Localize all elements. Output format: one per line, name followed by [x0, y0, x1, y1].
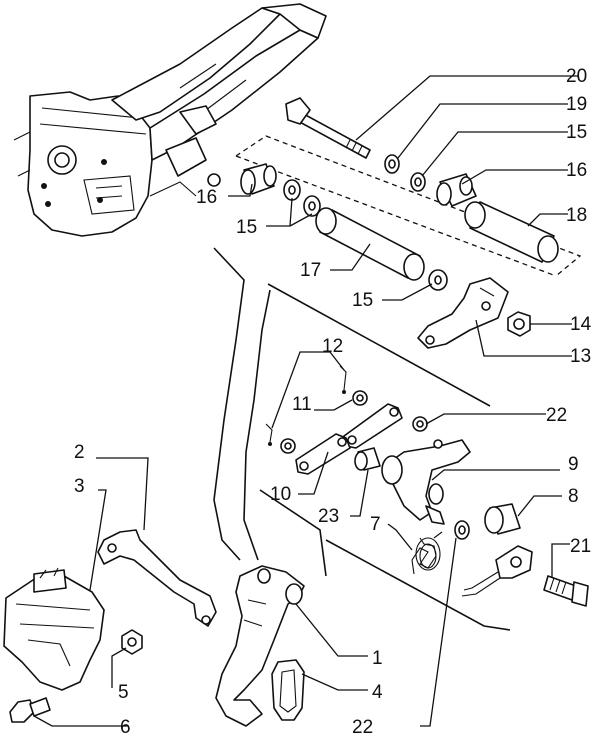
- washer-15-upper: [410, 172, 426, 192]
- cable-end: [461, 545, 533, 597]
- callout-16-left: 16: [196, 187, 217, 208]
- callout-10: 10: [270, 484, 291, 505]
- pedal-box-outline: [213, 247, 245, 561]
- callout-21: 21: [570, 536, 591, 557]
- upper-assembly-outline: [235, 135, 582, 277]
- link-10-lower: [295, 433, 351, 475]
- middle-assembly-outline: [243, 283, 511, 631]
- callout-23: 23: [318, 506, 339, 527]
- washer-15-left-a: [283, 179, 301, 201]
- subframe-structure: [13, 3, 327, 237]
- washer-22-upper: [412, 416, 428, 432]
- washer-22-lower: [454, 520, 470, 540]
- callout-16-right: 16: [566, 160, 587, 181]
- callout-17: 17: [300, 260, 321, 281]
- lever-9: [381, 439, 471, 525]
- callout-15-left: 15: [236, 217, 257, 238]
- sleeve-18: [464, 201, 559, 263]
- callout-9: 9: [568, 454, 579, 475]
- callout-20: 20: [566, 66, 587, 87]
- pedal-pad-4: [271, 659, 305, 721]
- spring-7: [411, 531, 443, 575]
- callout-22-lower: 22: [352, 717, 373, 738]
- bushing-16-left: [240, 163, 277, 195]
- nut-14: [507, 311, 531, 337]
- washer-15-lower: [428, 269, 448, 291]
- spacer-23: [354, 447, 381, 471]
- bolt-20: [285, 97, 371, 159]
- link-10-upper: [343, 403, 403, 449]
- housing-3: [3, 567, 105, 691]
- support-bracket-2: [97, 529, 217, 627]
- callout-6: 6: [120, 717, 131, 738]
- leader-lines: [33, 75, 578, 727]
- callout-2: 2: [74, 442, 85, 463]
- washer-19: [384, 154, 400, 174]
- callout-15-lower: 15: [352, 290, 373, 311]
- washer-11-lower: [280, 438, 296, 454]
- screw-6: [9, 697, 51, 723]
- callout-3: 3: [74, 476, 85, 497]
- callout-13: 13: [570, 346, 591, 367]
- callout-19: 19: [566, 94, 587, 115]
- bushing-8: [484, 503, 521, 535]
- bracket-13: [417, 277, 509, 349]
- callout-4: 4: [372, 682, 383, 703]
- callout-15-upper: 15: [566, 122, 587, 143]
- callout-14: 14: [570, 314, 592, 335]
- nut-5: [121, 629, 143, 655]
- callout-7: 7: [370, 514, 381, 535]
- callout-5: 5: [118, 682, 129, 703]
- callout-12: 12: [322, 336, 343, 357]
- washer-15-left-b: [303, 195, 321, 217]
- callout-8: 8: [568, 486, 579, 507]
- clip-12-lower: [265, 423, 273, 446]
- callout-labels: 20 19 15 16 16 15 18 17 15 14 13 12 11 2…: [74, 66, 592, 738]
- pedal-1: [215, 565, 305, 727]
- bushing-16-right: [436, 173, 477, 207]
- washer-11-upper: [352, 390, 368, 406]
- callout-22-upper: 22: [546, 405, 567, 426]
- callout-1: 1: [372, 648, 383, 669]
- callout-11: 11: [292, 394, 312, 415]
- clip-12-upper: [339, 365, 347, 394]
- callout-18: 18: [566, 205, 587, 226]
- bolt-21: [543, 575, 589, 607]
